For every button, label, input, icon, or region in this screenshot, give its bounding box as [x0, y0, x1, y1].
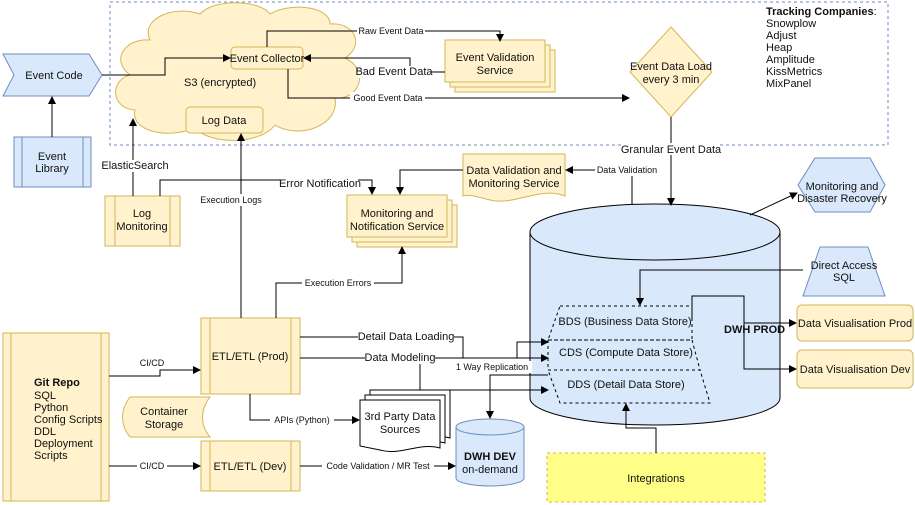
- monitoring-notification-label: Notification Service: [350, 221, 444, 233]
- edge-label-cicd-dev: CI/CD: [140, 461, 165, 471]
- git-item: DDL: [34, 426, 56, 438]
- event-library-label: Library: [35, 163, 69, 175]
- viz-dev-label: Data Visualisation Dev: [800, 364, 911, 376]
- tracking-title: Tracking Companies:: [766, 6, 877, 18]
- edge-label-cicd-prod: CI/CD: [140, 358, 165, 368]
- monitoring-dr-label: Disaster Recovery: [797, 193, 887, 205]
- edge-label-detail-loading: Detail Data Loading: [358, 331, 455, 343]
- log-data: [185, 106, 264, 134]
- event-library-label: Event: [38, 151, 66, 163]
- event-data-load-label: every 3 min: [643, 74, 700, 86]
- etl-prod: [200, 317, 301, 395]
- tracking-item: MixPanel: [766, 78, 811, 90]
- event-validation-service: [444, 39, 546, 83]
- dwh-dev-cylinder-top: [455, 418, 525, 436]
- dwh-prod-cylinder: [529, 232, 781, 426]
- edge-label-exec-errors: Execution Errors: [305, 278, 372, 288]
- edge-label-bad: Bad Event Data: [355, 66, 433, 78]
- edge-label-good: Good Event Data: [353, 93, 422, 103]
- viz-prod-label: Data Visualisation Prod: [798, 318, 912, 330]
- event-validation-label: Event Validation: [456, 52, 535, 64]
- viz-prod: [796, 304, 914, 342]
- tracking-zone-boundary: [109, 1, 889, 146]
- data-validation-service-label: Data Validation and: [466, 165, 561, 177]
- monitoring-notification-label: Monitoring and: [361, 208, 434, 220]
- git-item: Config Scripts: [34, 414, 103, 426]
- third-party-label: 3rd Party Data: [365, 411, 437, 423]
- bds-label: BDS (Business Data Store): [558, 316, 691, 328]
- edge-label-raw: Raw Event Data: [358, 26, 423, 36]
- container-storage-label: Container: [140, 406, 188, 418]
- etl-prod-label: ETL/ETL (Prod): [212, 351, 289, 363]
- git-item: Python: [34, 402, 68, 414]
- tracking-item: Adjust: [766, 30, 797, 42]
- third-party-sources: [359, 399, 441, 452]
- etl-dev: [200, 440, 301, 492]
- tracking-item: Heap: [766, 42, 792, 54]
- event-code-label: Event Code: [25, 70, 82, 82]
- log-monitoring-label: Log: [133, 208, 151, 220]
- third-party-label: Sources: [380, 424, 421, 436]
- event-library: [13, 136, 92, 188]
- dwh-prod-label: DWH PROD: [724, 324, 785, 336]
- log-monitoring: [104, 195, 181, 247]
- edge-label-replication: 1 Way Replication: [456, 362, 528, 372]
- s3-label: S3 (encrypted): [184, 77, 256, 89]
- dwh-dev-cylinder: [455, 427, 525, 487]
- git-item: SQL: [34, 390, 56, 402]
- edge-label-code-validation: Code Validation / MR Test: [326, 461, 430, 471]
- viz-dev: [796, 349, 914, 389]
- git-item: Scripts: [34, 450, 68, 462]
- event-data-load-label: Event Data Load: [630, 61, 712, 73]
- dwh-dev-label: DWH DEV: [464, 451, 517, 463]
- edge-label-apis: APIs (Python): [274, 415, 330, 425]
- edge-label-error: Error Notification: [279, 178, 361, 190]
- log-monitoring-label: Monitoring: [116, 221, 167, 233]
- monitoring-dr-label: Monitoring and: [806, 181, 879, 193]
- git-item: Deployment: [34, 438, 93, 450]
- dds-store: [547, 369, 711, 404]
- tracking-item: Amplitude: [766, 54, 815, 66]
- direct-access-label: SQL: [833, 272, 855, 284]
- monitoring-notification-service: [346, 194, 448, 238]
- edge-label-elasticsearch: ElasticSearch: [101, 160, 168, 172]
- event-code-shape: [2, 53, 103, 97]
- tracking-item: Snowplow: [766, 18, 816, 30]
- data-validation-service-label: Monitoring Service: [468, 178, 559, 190]
- event-validation-label: Service: [477, 65, 514, 77]
- event-collector-label: Event Collector: [230, 53, 305, 65]
- edge-label-data-validation: Data Validation: [597, 165, 657, 175]
- container-storage: [122, 396, 212, 438]
- dds-label: DDS (Detail Data Store): [567, 379, 684, 391]
- direct-access-label: Direct Access: [811, 260, 878, 272]
- edge-label-exec-logs: Execution Logs: [200, 195, 262, 205]
- git-repo: [2, 332, 110, 502]
- log-data-label: Log Data: [202, 115, 248, 127]
- integrations-label: Integrations: [627, 473, 685, 485]
- edge-label-granular: Granular Event Data: [621, 144, 722, 156]
- git-repo-title: Git Repo: [34, 377, 80, 389]
- dwh-dev-label: on-demand: [462, 464, 518, 476]
- direct-access-trapezoid: [802, 246, 886, 297]
- monitoring-dr-hexagon: [797, 157, 886, 213]
- data-validation-service: [462, 153, 566, 202]
- etl-dev-label: ETL/ETL (Dev): [214, 461, 287, 473]
- container-storage-label: Storage: [145, 419, 184, 431]
- tracking-item: KissMetrics: [766, 66, 823, 78]
- cds-label: CDS (Compute Data Store): [559, 347, 693, 359]
- edge-label-data-modeling: Data Modeling: [365, 352, 436, 364]
- dwh-prod-cylinder-top: [529, 203, 781, 261]
